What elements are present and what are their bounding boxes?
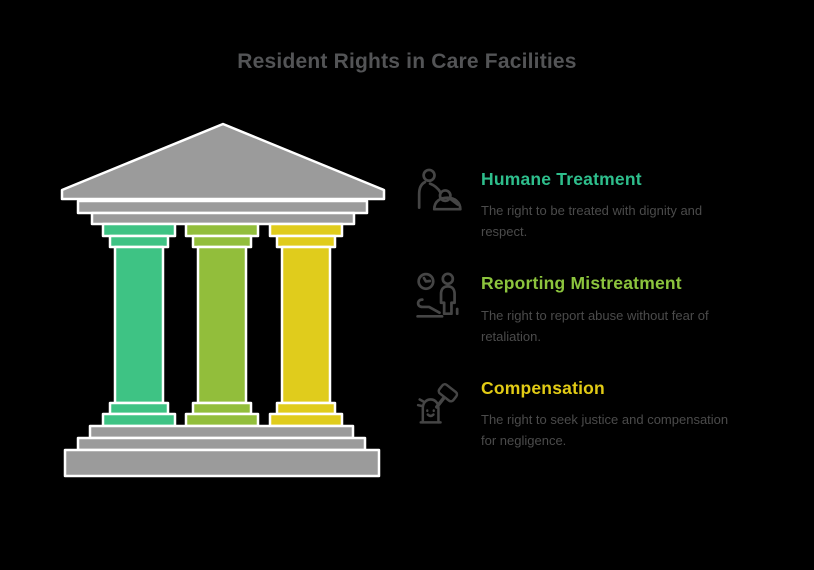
section-heading: Humane Treatment [481,169,642,189]
pillar3-shaft [280,245,332,405]
temple-illustration [58,120,388,480]
section-reporting-mistreatment: Reporting Mistreatment The right to repo… [415,268,765,346]
pillar2-shaft [196,245,248,405]
pillar-compensation [268,222,344,428]
pillar1-capital-top [101,222,177,238]
section-compensation: Compensation The right to seek justice a… [415,373,765,451]
pillar2-base-bottom [184,412,260,428]
pillar1-capital-bottom [108,234,170,249]
section-humane-treatment: Humane Treatment The right to be treated… [415,164,765,242]
pillar-humane-treatment [101,222,177,428]
pillar2-base-top [191,401,253,416]
pillar3-base-top [275,401,337,416]
section-description: The right to be treated with dignity and… [481,203,703,240]
rights-list: Humane Treatment The right to be treated… [415,164,765,477]
pillar3-capital-bottom [275,234,337,249]
gavel-justice-icon [415,375,465,427]
temple-pillars-graphic [60,122,386,478]
section-heading: Compensation [481,377,605,398]
pillar2-capital-bottom [191,234,253,249]
pillar1-base-bottom [101,412,177,428]
temple-outline-group [60,122,386,478]
temple-step-middle [76,436,367,452]
caregiver-icon [415,166,465,218]
section-description: The right to report abuse without fear o… [481,307,709,344]
temple-step-bottom [63,448,381,478]
section-description: The right to seek justice and compensati… [481,411,729,448]
pillar1-shaft [113,245,165,405]
pillar1-base-top [108,401,170,416]
section-heading: Reporting Mistreatment [481,273,682,294]
pillar3-base-bottom [268,412,344,428]
pillar2-capital-top [184,222,260,238]
temple-entablature-lower [90,211,356,226]
report-clock-icon [415,270,465,322]
section-text: Humane Treatment The right to be treated… [481,164,733,242]
pillar-reporting-mistreatment [184,222,260,428]
section-text: Compensation The right to seek justice a… [481,373,733,451]
temple-entablature-upper [76,199,369,215]
page-title: Resident Rights in Care Facilities [237,50,577,73]
section-text: Reporting Mistreatment The right to repo… [481,268,733,346]
pillar3-capital-top [268,222,344,238]
temple-pediment [60,122,386,201]
temple-step-top [88,424,355,440]
